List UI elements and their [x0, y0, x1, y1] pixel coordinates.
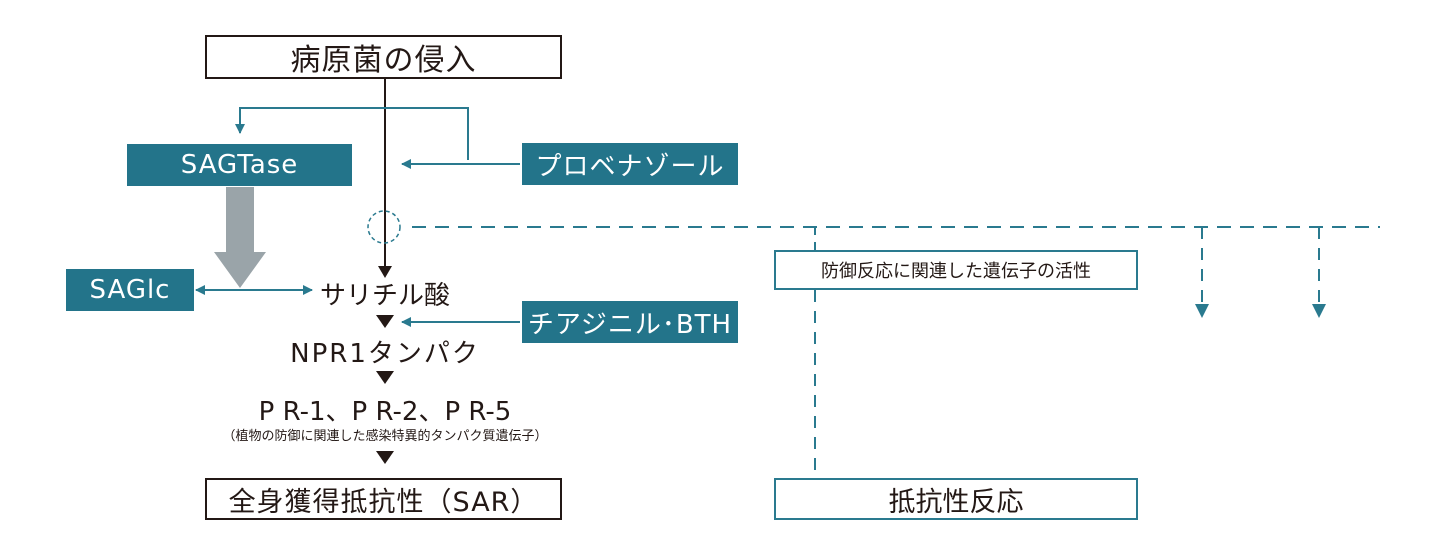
- arrowhead-to-salicylic: [378, 266, 392, 278]
- defense-genes-box: 防御反応に関連した遺伝子の活性: [774, 250, 1138, 290]
- connector-pathogen-to-sagtase: [235, 107, 469, 160]
- salicylic-acid-label: サリチル酸: [320, 281, 451, 311]
- triangle-3: [376, 451, 394, 464]
- pr-genes-note: （植物の防御に関連した感染特異的タンパク質遺伝子）: [222, 429, 548, 444]
- branch-2-arrowhead: [1312, 304, 1326, 318]
- resistance-box: 抵抗性反応: [774, 478, 1138, 520]
- probenazole-box: プロベナゾール: [522, 143, 738, 185]
- probenazole-label: プロベナゾール: [535, 151, 725, 182]
- triangle-2: [376, 371, 394, 384]
- sar-label: 全身獲得抵抗性（SAR）: [228, 486, 539, 518]
- branch-1-arrowhead: [1195, 304, 1209, 318]
- tiadinil-label: チアジニル･BTH: [527, 309, 733, 340]
- triangle-1: [376, 315, 394, 328]
- gray-arrow: [214, 187, 266, 288]
- sagic-box: SAGlc: [66, 269, 194, 311]
- resistance-label: 抵抗性反応: [888, 486, 1024, 518]
- pathogen-box: 病原菌の侵入: [205, 35, 562, 79]
- sar-box: 全身獲得抵抗性（SAR）: [205, 478, 562, 520]
- sagic-label: SAGlc: [89, 275, 171, 305]
- sagtase-box: SAGTase: [127, 144, 352, 186]
- pr-genes-label: P R-1、P R-2、P R-5: [258, 397, 512, 427]
- pathogen-label: 病原菌の侵入: [290, 43, 477, 78]
- tiadinil-box: チアジニル･BTH: [522, 301, 738, 343]
- defense-genes-label: 防御反応に関連した遺伝子の活性: [821, 261, 1091, 282]
- dashed-junction-circle: [367, 210, 401, 244]
- sagtase-label: SAGTase: [180, 150, 299, 180]
- npr1-label: NPR1タンパク: [290, 339, 480, 369]
